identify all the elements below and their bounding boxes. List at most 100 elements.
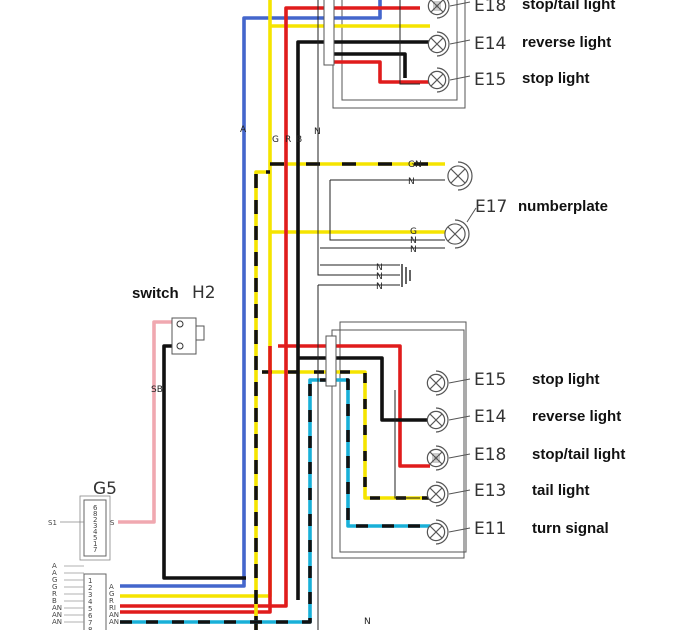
red-wire-to-lower-stop [278,344,430,468]
connector-G5-pin: 5 [93,534,97,542]
upper-lamp-label-0: stop/tail light [522,0,615,13]
red-wire-R [120,6,420,608]
bottom-connector-body [83,573,107,630]
bottom-connector-left-pin: AN [52,611,62,619]
bottom-connector-left-pin: AN [52,604,62,612]
upper-lamp-leader-1 [449,39,471,45]
numberplate-leader [466,207,477,223]
upper-housing-connector [323,0,335,66]
bottom-connector-wire-label: G [109,590,114,598]
black-wire-B [296,40,430,600]
lower-lamp-e13 [426,481,449,507]
bottom-connector-right-pin: 7 [88,619,92,627]
bottom-connector-right-pin: 4 [88,598,93,606]
bottom-connector-wire-label: AN [109,618,119,626]
lower-lamp-code-1: E14 [474,407,506,427]
connector-G5-left-pin: S1 [48,519,57,527]
ground-wire-n1: N [376,263,383,273]
connector-G5-pin: 4 [93,528,98,536]
connector-G5-pin: 8 [93,510,97,518]
lower-lamp-label-3: tail light [532,482,590,499]
lower-lamp-leader-3 [448,489,471,495]
lower-lamp-code-0: E15 [474,370,506,390]
upper-lamp-leader-0 [449,1,471,7]
bottom-connector-left-pin: R [52,590,57,598]
numberplate-wire-n3: N [410,245,417,255]
yellow-wire-to-lower-lamps-stripe [262,370,430,500]
numberplate-wire-g: G [410,227,417,237]
connector-G5-pin: 6 [93,504,98,512]
bus-wire-label: B [296,135,302,145]
upper-lamp-e15 [427,67,450,93]
bus-wire-label: G [272,135,279,145]
bottom-connector-right-pin: 2 [88,584,92,592]
black-wire-to-lower-lamps [298,356,430,422]
lower-lamp-e14 [426,407,449,433]
numberplate-wire-gn: GN [408,160,422,170]
black-wire-SB [162,344,246,580]
bottom-connector-left-pin: A [52,562,57,570]
upper-lamp-e18 [427,0,450,19]
ground-symbol [401,264,411,287]
connector-G5-code: G5 [93,479,117,499]
bus-wire-label: N [314,127,321,137]
lower-lamp-leader-0 [448,378,471,384]
bottom-connector-right-pin: 5 [88,605,92,613]
bottom-connector-right-pin: 6 [88,612,93,620]
red-wire-to-stop-light [330,60,430,84]
bottom-connector-left-pin: G [52,583,57,591]
switch-H2-body [171,317,205,355]
bottom-connector-right-pin: 3 [88,591,92,599]
upper-lamp-leader-2 [449,75,471,81]
thin-wire-N-upper-lamp [399,0,420,85]
bottom-wire-n: N [364,617,371,627]
lower-lamp-code-2: E18 [474,445,506,465]
connector-G5-pin: 2 [93,516,97,524]
ground-wire-n3: N [376,282,383,292]
lower-lamp-label-0: stop light [532,371,600,388]
lower-lamp-label-1: reverse light [532,408,621,425]
lower-housing-connector [325,335,337,387]
switch-wire-label: SB [151,385,163,395]
upper-lamp-label-1: reverse light [522,34,611,51]
lower-lamp-e15 [426,370,449,396]
numberplate-wire-n2: N [410,236,417,246]
thin-wire-N-numberplate-2 [329,180,445,241]
bottom-connector-wire-label: R [109,597,114,605]
connector-G5-body [79,495,111,561]
bottom-connector-wire-label: RI [109,604,116,612]
bottom-connector-left-pin: AN [52,618,62,626]
upper-lamp-code-2: E15 [474,70,506,90]
upper-lamp-code-0: E18 [474,0,506,16]
black-yellow-striped-wire [254,170,270,630]
thin-wire-N-lower-lamp [394,390,420,499]
ground-wire-n2: N [376,272,383,282]
lower-lamp-housing-inner [339,321,467,553]
upper-lamp-housing-inner [341,0,458,101]
bottom-connector-right-pin: 8 [88,626,92,630]
lower-lamp-code-4: E11 [474,519,506,539]
lower-lamp-leader-4 [448,527,471,533]
lower-lamp-leader-1 [448,415,471,421]
connector-G5-pin: 3 [93,522,97,530]
lower-lamp-label-2: stop/tail light [532,446,625,463]
black-wire-upper-branch [330,52,407,78]
bottom-connector-left-pin: G [52,576,57,584]
numberplate-wire-n: N [408,177,415,187]
switch-label: switch [132,285,179,302]
numberplate-label: numberplate [518,198,608,215]
pink-wire-S [118,320,176,524]
blue-wire-A [120,0,382,588]
switch-code: H2 [192,283,216,303]
bottom-connector-left-pin: B [52,597,57,605]
lower-lamp-label-4: turn signal [532,520,609,537]
numberplate-lamp-upper [447,161,473,191]
thin-wire-N-top [317,0,400,276]
bottom-connector-left-pin: A [52,569,57,577]
